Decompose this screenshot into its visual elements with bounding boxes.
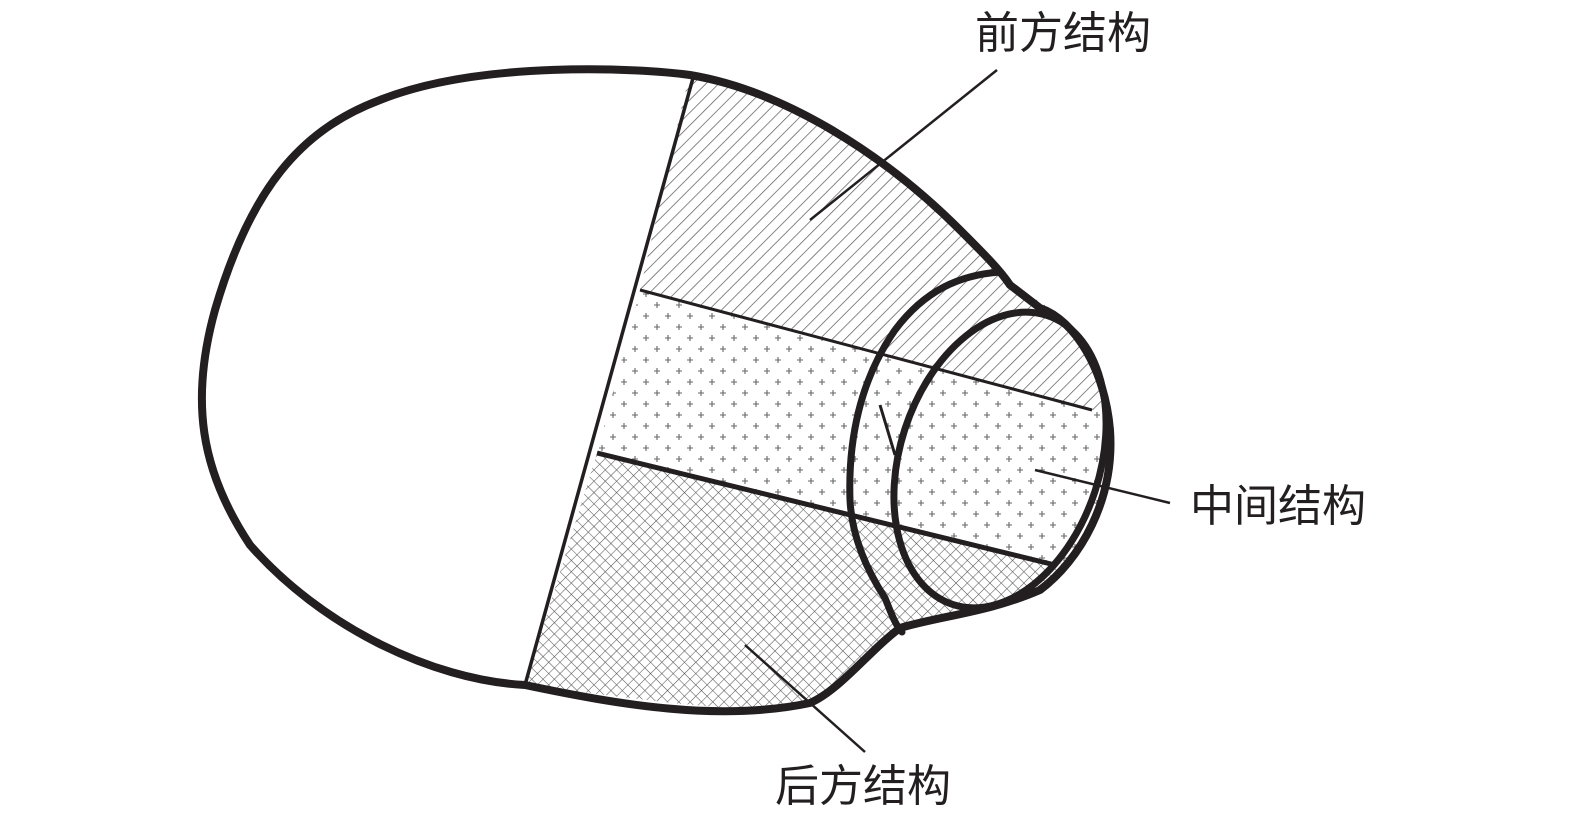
middle-region — [597, 290, 1111, 580]
inner-ring-outer — [846, 268, 1004, 636]
leader-lines — [744, 69, 1171, 753]
label-anterior-structure: 前方结构 — [975, 8, 1151, 59]
label-posterior-structure: 后方结构 — [775, 761, 951, 812]
divider-lines — [523, 77, 1093, 686]
inner-ring-inner — [890, 308, 1110, 612]
label-middle-structure: 中间结构 — [1190, 481, 1366, 532]
outer-contour — [197, 65, 1115, 716]
